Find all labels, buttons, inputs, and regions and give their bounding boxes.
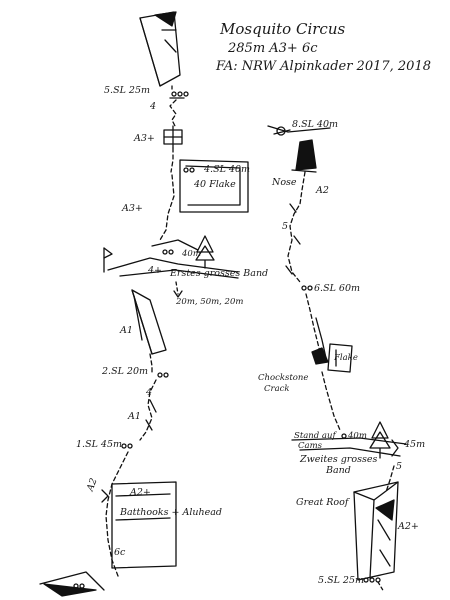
route-line-p2 <box>139 379 157 441</box>
grade-a2: A2 <box>316 185 329 196</box>
stand-label-2: Cams <box>298 441 322 451</box>
first-band-ledge <box>103 235 239 279</box>
first-band-label: Erstes grosses Band <box>170 268 269 279</box>
grade-a2plus: A2+ <box>398 521 419 532</box>
grade-a1-upper: A1 <box>120 325 133 336</box>
route-line-p5 <box>169 99 177 129</box>
grade-6c: 6c <box>114 547 126 558</box>
grade-5-upper: 5 <box>282 221 289 232</box>
pitch-4-label: 4.SL 40m <box>204 164 250 175</box>
grade-a3-lower: A3+ <box>122 203 143 214</box>
second-band-label-2: Band <box>326 465 351 476</box>
route-title: Mosquito Circus <box>220 20 346 38</box>
nose-feature <box>291 139 317 173</box>
route-stats: 285m A3+ 6c <box>228 41 318 56</box>
a2-box-lower <box>101 481 177 569</box>
chockstone <box>311 347 329 365</box>
a1-tower <box>131 289 167 355</box>
batthooks-label: Batthooks + Aluhead <box>120 507 222 518</box>
grade-mid-4: 4 <box>146 387 153 398</box>
great-roof-tower <box>353 481 399 581</box>
flake-right <box>327 343 353 373</box>
anchor-5sl-left <box>169 91 189 99</box>
start-pedestal <box>39 571 105 597</box>
grade-a3-upper: A3+ <box>134 133 155 144</box>
route-line-p8 <box>287 171 306 283</box>
flake-box-4sl <box>179 159 249 213</box>
pitch-5-label: 5.SL 25m <box>104 85 150 96</box>
rappel-line <box>175 281 179 295</box>
chockstone-label-1: Chockstone <box>258 373 309 383</box>
flake-label: Flake <box>334 353 358 363</box>
nose-label: Nose <box>272 177 297 188</box>
summit-tower-left <box>139 11 181 87</box>
grade-ledge-4: 4+ <box>148 265 163 276</box>
hooks-label: 40 Flake <box>194 179 236 190</box>
stand-label-1: Stand auf <box>294 431 336 441</box>
pitch-2-label: 2.SL 20m <box>102 366 148 377</box>
pitch-8-label: 8.SL 40m <box>292 119 338 130</box>
a3-crack-box <box>163 125 183 149</box>
grade-5-lower: 5 <box>396 461 403 472</box>
anchor-2sl <box>157 372 169 378</box>
route-line-p4-lower <box>159 174 175 241</box>
pitch-45-label: 45m <box>404 439 426 450</box>
pitch-5-right-label: 5.SL 25m <box>318 575 364 586</box>
route-line-p5r <box>321 371 341 431</box>
route-line-p4-upper <box>170 147 174 173</box>
roof-top-right <box>267 125 331 136</box>
anchor-1sl <box>121 443 133 449</box>
route-line-a1 <box>149 353 153 375</box>
band-pitch-length: 40m <box>182 249 201 259</box>
great-roof-label: Great Roof <box>296 497 349 508</box>
grade-a1-lower: A1 <box>128 411 141 422</box>
second-band-label-1: Zweites grosses <box>300 454 378 465</box>
anchor-5sl-right <box>363 577 381 583</box>
route-line-p4r <box>385 465 395 493</box>
chockstone-label-2: Crack <box>264 384 290 394</box>
grade-upper-4: 4 <box>150 101 157 112</box>
grade-a2-box: A2+ <box>130 487 151 498</box>
second-band-ledge <box>291 421 407 459</box>
first-ascent: FA: NRW Alpinkader 2017, 2018 <box>216 59 431 74</box>
pitch-6-label: 6.SL 60m <box>314 283 360 294</box>
pitch-1-label: 1.SL 45m <box>76 439 122 450</box>
anchor-6sl <box>301 285 313 291</box>
stand-length: 40m <box>348 431 367 441</box>
route-line-p1 <box>105 451 129 577</box>
rappel-label: 20m, 50m, 20m <box>176 297 244 307</box>
